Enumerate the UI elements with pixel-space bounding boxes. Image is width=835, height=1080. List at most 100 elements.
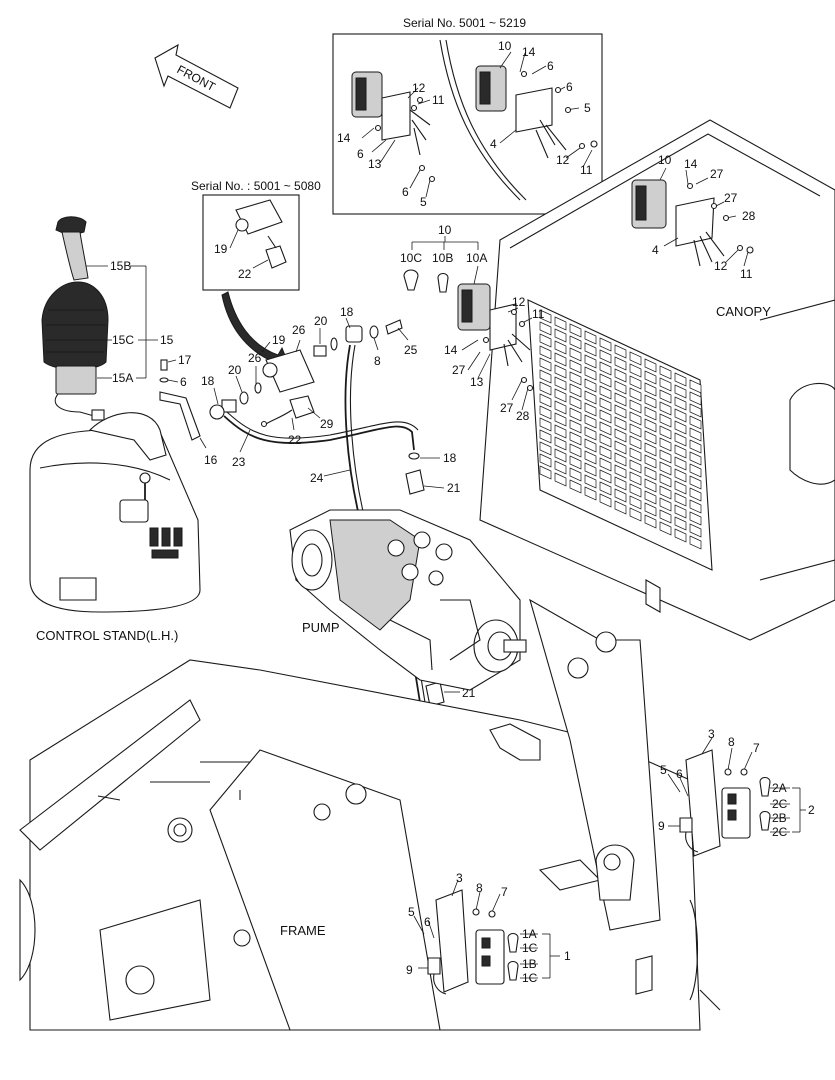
grille-slot: [644, 382, 657, 397]
grille-slot: [644, 466, 657, 481]
callout-26: 26: [248, 351, 262, 365]
callout-2a: 2A: [772, 781, 787, 795]
callout-1c: 1C: [522, 971, 538, 985]
rear-combination-lamp-lower: [427, 889, 519, 995]
grille-slot: [659, 521, 672, 536]
grille-slot: [614, 476, 627, 491]
callout-12: 12: [512, 295, 526, 309]
grille-slot: [644, 406, 657, 421]
callout-15: 15: [160, 333, 174, 347]
callout-1a: 1A: [522, 927, 537, 941]
callout-5: 5: [660, 763, 667, 777]
callout-14: 14: [444, 343, 458, 357]
grille-slot: [674, 396, 687, 411]
callout-7: 7: [501, 885, 508, 899]
grille-slot: [644, 478, 657, 493]
grille-slot: [539, 429, 552, 444]
callout-6: 6: [566, 80, 573, 94]
callout-9: 9: [406, 963, 413, 977]
callout-6: 6: [547, 59, 554, 73]
grille-slot: [614, 428, 627, 443]
grille-slot: [539, 369, 552, 384]
grille-slot: [599, 457, 612, 472]
pressure-switch-group: [209, 319, 403, 428]
grille-slot: [674, 420, 687, 435]
front-arrow-icon: FRONT: [154, 43, 239, 109]
callout-2: 2: [808, 803, 815, 817]
grille-slot: [554, 340, 567, 355]
callout-12: 12: [412, 81, 426, 95]
control-stand-lh: [29, 412, 201, 613]
callout-10: 10: [658, 153, 672, 167]
callout-14: 14: [337, 131, 351, 145]
callout-2c: 2C: [772, 797, 788, 811]
grille-slot: [584, 486, 597, 501]
grille-slot: [614, 488, 627, 503]
grille-slot: [629, 387, 642, 402]
callout-8: 8: [728, 735, 735, 749]
grille-slot: [554, 388, 567, 403]
callout-15b: 15B: [110, 259, 131, 273]
callout-27: 27: [500, 401, 514, 415]
grille-slot: [689, 523, 702, 538]
grille-slot: [584, 414, 597, 429]
grille-slot: [659, 377, 672, 392]
grille-slot: [689, 475, 702, 490]
grille-slot: [539, 309, 552, 324]
grille-slot: [674, 432, 687, 447]
grille-slot: [539, 441, 552, 456]
grille-slot: [614, 404, 627, 419]
grille-slot: [629, 447, 642, 462]
grille-slot: [644, 502, 657, 517]
grille-slot: [599, 469, 612, 484]
grille-slot: [584, 462, 597, 477]
inset-serial-5001-5219: Serial No. 5001 ~ 5219: [332, 16, 603, 215]
grille-slot: [554, 364, 567, 379]
canopy-grille: [539, 309, 702, 550]
grille-slot: [599, 373, 612, 388]
grille-slot: [629, 399, 642, 414]
grille-slot: [674, 492, 687, 507]
rear-combination-lamp-upper: [679, 749, 771, 857]
callout-24: 24: [310, 471, 324, 485]
callout-27: 27: [724, 191, 738, 205]
callout-23: 23: [232, 455, 246, 469]
callout-17: 17: [178, 353, 192, 367]
grille-slot: [629, 459, 642, 474]
grille-slot: [599, 445, 612, 460]
grille-slot: [614, 416, 627, 431]
callout-12: 12: [714, 259, 728, 273]
grille-slot: [569, 335, 582, 350]
grille-slot: [569, 323, 582, 338]
callout-4: 4: [490, 137, 497, 151]
grille-slot: [629, 435, 642, 450]
grille-slot: [569, 443, 582, 458]
hydraulic-pump: [289, 509, 527, 691]
callout-19: 19: [214, 242, 228, 256]
callout-13: 13: [368, 157, 382, 171]
grille-slot: [539, 345, 552, 360]
grille-slot: [599, 337, 612, 352]
pump-label: PUMP: [302, 620, 340, 635]
callout-21: 21: [447, 481, 461, 495]
grille-slot: [659, 485, 672, 500]
callout-14: 14: [522, 45, 536, 59]
grille-slot: [584, 450, 597, 465]
grille-slot: [629, 363, 642, 378]
grille-slot: [689, 463, 702, 478]
callout-28: 28: [742, 209, 756, 223]
callout-15c: 15C: [112, 333, 134, 347]
callout-11: 11: [580, 163, 593, 177]
grille-slot: [554, 352, 567, 367]
grille-slot: [659, 365, 672, 380]
grille-slot: [569, 359, 582, 374]
grille-slot: [674, 384, 687, 399]
callout-22: 22: [238, 267, 252, 281]
callout-26: 26: [292, 323, 306, 337]
grille-slot: [599, 421, 612, 436]
grille-slot: [689, 499, 702, 514]
frame-label: FRAME: [280, 923, 326, 938]
grille-slot: [539, 417, 552, 432]
callout-6: 6: [402, 185, 409, 199]
grille-slot: [584, 438, 597, 453]
